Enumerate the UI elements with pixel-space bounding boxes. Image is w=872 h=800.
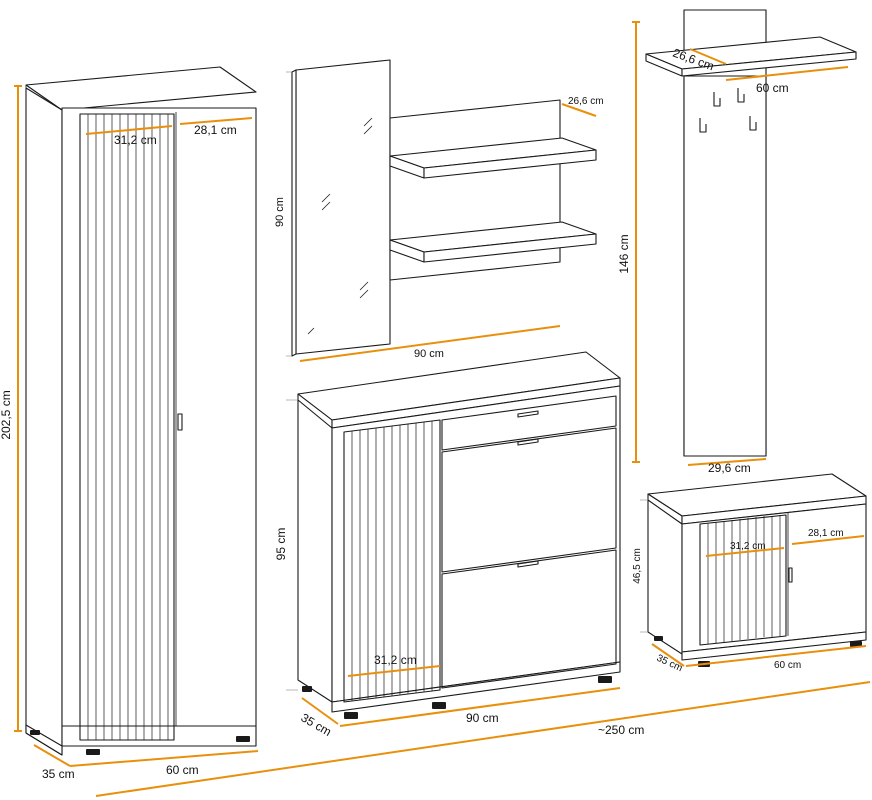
- shelf-depth-label: 26,6 cm: [568, 96, 604, 107]
- mirror-reflection-marks: [307, 117, 373, 335]
- coat-panel-height-dimension: 146 cm: [617, 21, 640, 463]
- total-width-dimension: ~250 cm: [95, 681, 871, 797]
- sideboard-handles: [517, 410, 539, 568]
- bench-height-label: 46,5 cm: [632, 548, 643, 584]
- wardrobe-depth-dimension: 35 cm: [33, 744, 75, 781]
- mirror-shelf-width-label: 90 cm: [414, 348, 444, 360]
- wardrobe-door-dimension: 28,1 cm: [179, 117, 253, 137]
- bench-slat-label: 31,2 cm: [730, 541, 766, 552]
- sideboard-depth-label: 35 cm: [299, 710, 334, 738]
- bench-slats: [699, 514, 787, 646]
- bench-width-dimension: 60 cm: [685, 645, 867, 671]
- sideboard: [297, 351, 621, 719]
- coat-panel-width-label: 29,6 cm: [708, 461, 751, 475]
- shelf-depth-dimension: 26,6 cm: [561, 96, 604, 117]
- wardrobe-slat-label: 31,2 cm: [114, 133, 157, 147]
- wardrobe-depth-label: 35 cm: [42, 767, 75, 781]
- wardrobe-height-label: 202,5 cm: [0, 390, 13, 439]
- wardrobe-door-label: 28,1 cm: [194, 123, 237, 137]
- bench-door-dimension: 28,1 cm: [791, 528, 865, 545]
- bench-slat-dimension: 31,2 cm: [705, 541, 785, 557]
- sideboard-height-dimension: 95 cm: [274, 399, 298, 691]
- mirror: [291, 59, 391, 357]
- sideboard-height-label: 95 cm: [274, 528, 288, 561]
- sideboard-slat-dimension: 31,2 cm: [347, 653, 441, 677]
- coat-shelf-width-label: 60 cm: [756, 81, 789, 95]
- sideboard-width-label: 90 cm: [466, 711, 499, 725]
- coat-panel-height-label: 146 cm: [617, 234, 631, 273]
- mirror-height-label: 90 cm: [274, 197, 286, 227]
- bench-door-label: 28,1 cm: [808, 528, 844, 539]
- total-width-label: ~250 cm: [598, 723, 644, 737]
- coat-rack: [645, 9, 857, 457]
- coat-panel-width-dimension: 29,6 cm: [687, 458, 767, 475]
- sideboard-slat-label: 31,2 cm: [374, 653, 417, 667]
- coat-shelf-width-dimension: 60 cm: [725, 66, 849, 95]
- bench-height-dimension: 46,5 cm: [632, 499, 648, 633]
- wardrobe: [25, 66, 257, 756]
- bench-width-label: 60 cm: [774, 660, 801, 671]
- wardrobe-slat-dimension: 31,2 cm: [85, 125, 173, 147]
- sideboard-width-dimension: 90 cm: [339, 687, 621, 727]
- wardrobe-width-dimension: 60 cm: [69, 750, 259, 777]
- wardrobe-height-dimension: 202,5 cm: [0, 85, 22, 732]
- coat-hooks: [699, 88, 757, 133]
- wall-shelf: [389, 99, 597, 281]
- shoe-bench: [647, 473, 867, 667]
- wardrobe-width-label: 60 cm: [166, 763, 199, 777]
- sideboard-slats: [343, 419, 441, 703]
- mirror-height-dimension: 90 cm: [274, 71, 292, 357]
- wardrobe-handle: [177, 413, 183, 431]
- bench-handle: [788, 567, 793, 583]
- mirror-shelf-width-dimension: 90 cm: [299, 325, 561, 362]
- wardrobe-slats: [79, 113, 175, 741]
